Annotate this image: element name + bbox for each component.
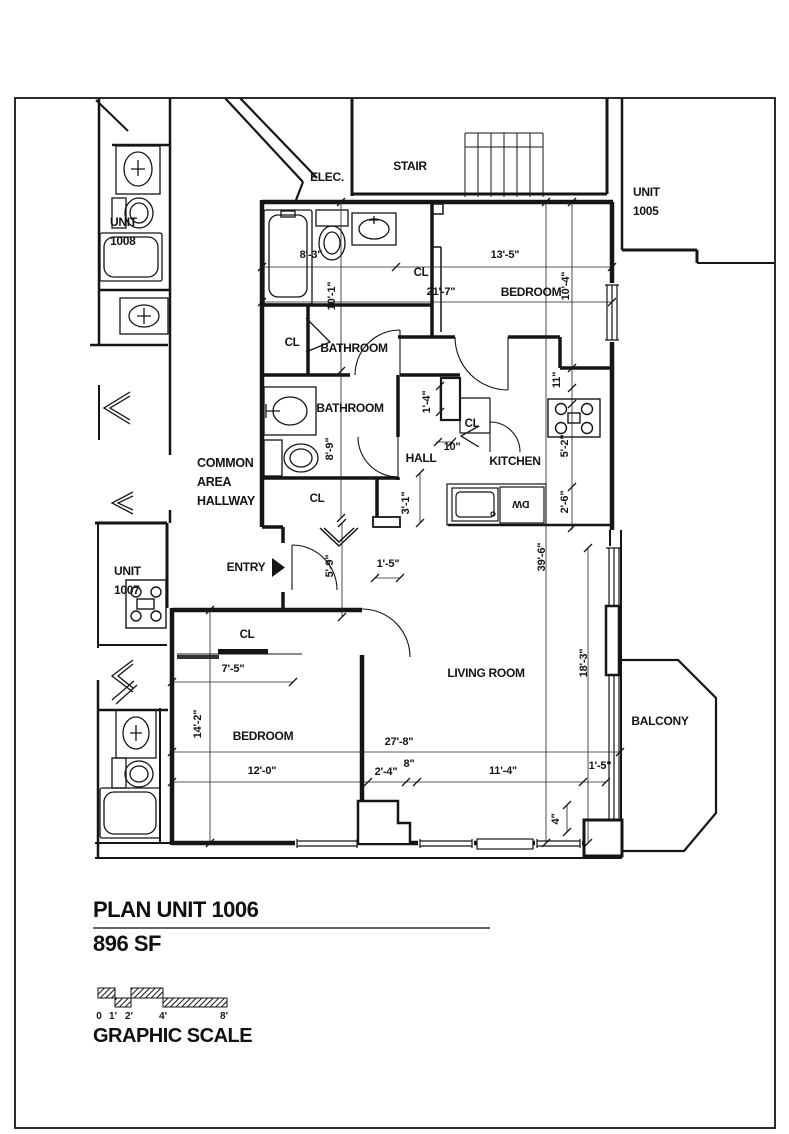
stove [547, 398, 601, 438]
dishwasher [499, 486, 545, 524]
dim-window-offset: 1'-5" [588, 760, 612, 772]
bathtub [99, 787, 161, 839]
dim-sill-depth: 4" [550, 813, 562, 825]
toilet [111, 757, 154, 789]
room-label-bathroom-mid: BATHROOM [316, 401, 384, 415]
windows [295, 283, 621, 850]
adjacent-unit-walls [90, 98, 172, 858]
scale-tick-3: 4' [159, 1011, 167, 1022]
room-label-common-area: COMMON AREA HALLWAY [197, 456, 255, 508]
exterior-walls [169, 199, 615, 846]
room-label-entry: ENTRY [226, 560, 266, 574]
toilet [315, 209, 349, 261]
dim-closet-width: 10" [443, 441, 461, 453]
kitchen-closet [439, 376, 462, 422]
door-swings [291, 329, 521, 658]
scale-tick-2: 2' [125, 1011, 133, 1022]
toilet [263, 439, 319, 477]
interior-walls [262, 98, 774, 610]
dim-kitchen-height: 5'-2" [559, 434, 571, 458]
dim-bedroom-top-height: 10'-4" [560, 271, 572, 301]
closet-label-top: CL [284, 337, 300, 349]
corner-block [582, 818, 624, 858]
dimension-lines [172, 202, 620, 843]
sink [115, 709, 157, 759]
room-label-unit-1008: UNIT 1008 [110, 215, 137, 248]
dim-bath-width: 8'-3" [299, 249, 323, 261]
scale-tick-0: 0 [96, 1011, 102, 1022]
dim-bottom-width: 27'-8" [384, 736, 414, 748]
room-label-bedroom-top: BEDROOM [500, 285, 562, 299]
room-label-unit-1005: UNIT 1005 [633, 185, 660, 218]
plan-title: PLAN UNIT 1006 [93, 897, 259, 922]
room-label-balcony: BALCONY [631, 714, 689, 728]
bedroom-closet-partition [432, 246, 442, 332]
bathtub [263, 209, 313, 305]
room-label-hall: HALL [405, 451, 437, 465]
dim-closet-depth: 1'-4" [421, 390, 433, 414]
room-label-bedroom-bottom: BEDROOM [232, 729, 294, 743]
dim-entry-height: 5'-9" [324, 554, 336, 578]
room-label-elec: ELEC. [310, 170, 344, 184]
plan-area: 896 SF [93, 931, 161, 956]
room-label-unit-1007: UNIT 1007 [114, 564, 141, 597]
balcony-outline [622, 658, 718, 853]
closet-label-bedroom-top: CL [413, 267, 429, 279]
sheet-border [14, 97, 776, 1129]
closet-label-kitchen: CL [464, 418, 480, 430]
dim-bath-height: 10'-1" [326, 281, 338, 311]
kitchen-counter [459, 397, 491, 434]
room-label-stair: STAIR [393, 159, 427, 173]
closet-label-hall: CL [309, 493, 325, 505]
dim-bedroom-bottom-height: 14'-2" [192, 709, 204, 739]
door-chevrons [102, 317, 480, 705]
dim-top-width: 21'-7" [426, 286, 456, 298]
bathtub [99, 232, 163, 282]
wall-notch [432, 203, 444, 215]
dim-living-height: 18'-3" [578, 648, 590, 678]
entry-arrow-icon [272, 558, 285, 577]
dim-bath-mid-height: 8'-9" [324, 437, 336, 461]
dim-bedroom-top-width: 13'-5" [490, 249, 520, 261]
dim-hall-closet: 3'-1" [400, 491, 412, 515]
dim-bedroom-bottom-width: 12'-0" [247, 765, 277, 777]
dim-counter-height: 2'-6" [559, 490, 571, 514]
graphic-scale-bar [97, 987, 228, 1008]
graphic-scale-label: GRAPHIC SCALE [93, 1025, 253, 1047]
hall-wall-stub [372, 516, 401, 528]
stair-treads [464, 132, 544, 197]
sink [263, 386, 317, 436]
stove [125, 579, 167, 629]
sink [119, 297, 169, 335]
dim-entry-width: 1'-5" [376, 558, 400, 570]
dim-pier-small: 8" [403, 758, 415, 770]
dishwasher-label: DW [512, 498, 530, 510]
toilet [111, 197, 154, 229]
dimension-ticks [167, 197, 625, 848]
sink [115, 145, 161, 195]
dim-wall-jog: 11" [551, 371, 563, 389]
diagonal-walls [95, 97, 318, 201]
dim-unit-height: 39'-6" [536, 542, 548, 572]
dim-pier-width: 2'-4" [374, 766, 398, 778]
wall-pier [356, 799, 412, 843]
dim-living-width: 11'-4" [488, 765, 518, 777]
closet-track [177, 649, 302, 659]
room-label-kitchen: KITCHEN [489, 454, 541, 468]
sink [351, 212, 397, 246]
room-label-bathroom-top: BATHROOM [320, 341, 388, 355]
closet-label-bedroom-bottom: CL [239, 629, 255, 641]
scale-tick-4: 8' [220, 1011, 228, 1022]
room-label-living-room: LIVING ROOM [447, 666, 525, 680]
dim-closet-bottom-width: 7'-5" [221, 663, 245, 675]
kitchen-sink [446, 483, 547, 526]
scale-tick-1: 1' [109, 1011, 117, 1022]
